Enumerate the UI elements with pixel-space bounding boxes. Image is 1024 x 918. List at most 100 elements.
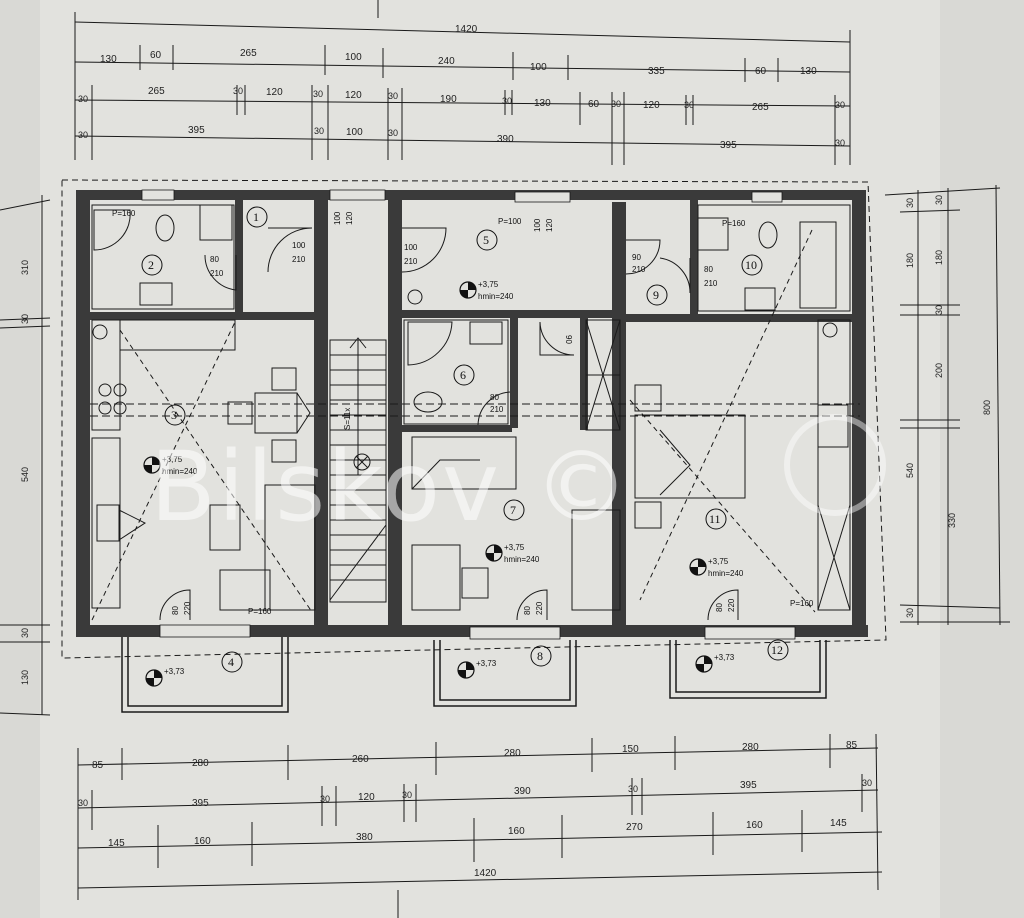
room-6-label: 6 (460, 368, 466, 382)
hmin-7: hmin=240 (504, 555, 540, 564)
dim-right-inner-5: 30 (905, 608, 915, 618)
level-4: +3,73 (164, 667, 185, 676)
room-11-label: 11 (709, 512, 721, 526)
balc8-h: 220 (535, 601, 544, 615)
dim-top-r2-5: 30 (313, 89, 323, 99)
room-2-label: 2 (148, 258, 154, 272)
stair-note: S=11x (343, 408, 352, 430)
door1-h: 210 (292, 255, 306, 264)
watermark-ring (784, 414, 886, 516)
level-12: +3,73 (714, 653, 735, 662)
room-10-label: 10 (745, 258, 757, 272)
door1-w: 100 (292, 241, 306, 250)
dim-top-r3-3: 30 (314, 126, 324, 136)
dim-bot-r1-7: 85 (846, 740, 858, 751)
dim-bot-r2-2: 395 (192, 798, 209, 809)
dim-right-inner-1: 30 (905, 198, 915, 208)
dim-top-r2-7: 30 (388, 91, 398, 101)
level-7: +3,75 (504, 543, 525, 552)
dim-bot-r1-4: 280 (504, 748, 521, 759)
room-1-label: 1 (253, 210, 259, 224)
dim-left-3: 130 (20, 670, 30, 685)
dim-top-r1-2: 60 (150, 50, 162, 61)
hmin-5: hmin=240 (478, 292, 514, 301)
dim-top-r1-4: 100 (345, 52, 362, 63)
room-9-label: 9 (653, 288, 659, 302)
win5-p: P=100 (498, 217, 522, 226)
hmin-11: hmin=240 (708, 569, 744, 578)
dim-top-r2-6: 120 (345, 90, 362, 101)
dim-bot-r3-6: 160 (746, 820, 763, 831)
dim-top-r2-14: 30 (684, 100, 694, 110)
win5-h: 120 (545, 218, 554, 232)
bottom-dimensions: 85 280 260 280 150 280 85 30 395 30 120 … (77, 733, 883, 918)
room-4-label: 4 (228, 655, 234, 669)
dim-left-1: 310 (20, 260, 30, 275)
door-swings (159, 227, 739, 621)
dim-top-r3-4: 100 (346, 127, 363, 138)
hmin-3: hmin=240 (162, 467, 198, 476)
door5-h: 210 (704, 279, 718, 288)
door4-h: 210 (632, 265, 646, 274)
balc4-h: 220 (183, 601, 192, 615)
dim-top-r2-16: 30 (835, 100, 845, 110)
room-7-label: 7 (510, 503, 516, 517)
dim-left-2: 540 (20, 467, 30, 482)
win5-w: 100 (533, 218, 542, 232)
p160-c: P=160 (248, 607, 272, 616)
dim-top-r2-15: 265 (752, 102, 769, 113)
dim-bot-r2-1: 30 (78, 798, 88, 808)
dim-left-4: 30 (20, 314, 30, 324)
dim-bot-r3-2: 160 (194, 836, 211, 847)
p160-a: P=160 (112, 209, 136, 218)
building-walls (76, 189, 868, 640)
dim-top-r2-3: 30 (233, 86, 243, 96)
dim-top-r2-10: 130 (534, 98, 551, 109)
dim-left-5: 30 (20, 628, 30, 638)
dim-top-r2-11: 60 (588, 99, 600, 110)
paper-light (40, 0, 940, 918)
furniture (92, 204, 849, 611)
dim-bot-r2-7: 30 (628, 784, 638, 794)
left-dimensions: 310 540 130 30 30 (0, 195, 51, 716)
dim-top-r1-6: 100 (530, 62, 547, 73)
dim-top-r3-5: 30 (388, 128, 398, 138)
dim-right-mid-1: 30 (934, 195, 944, 205)
dim-bot-r2-9: 30 (862, 778, 872, 788)
interior-lines (90, 204, 860, 621)
door4-w: 90 (632, 253, 641, 262)
right-dimensions: 30 180 540 30 30 180 30 200 330 800 (884, 184, 1010, 626)
dim-bot-r2-3: 30 (320, 794, 330, 804)
dim-top-overall: 1420 (455, 24, 478, 35)
level-11: +3,75 (708, 557, 729, 566)
dim-top-r1-1: 130 (100, 54, 117, 65)
dim-bot-r3-4: 160 (508, 826, 525, 837)
door3-w: 100 (404, 243, 418, 252)
room-8-label: 8 (537, 649, 543, 663)
dim-right-inner-2: 180 (905, 253, 915, 268)
dim-top-r2-8: 190 (440, 94, 457, 105)
watermark: Bilskov © (150, 431, 631, 543)
dim-right-mid-3: 30 (934, 305, 944, 315)
dim-top-r3-6: 390 (497, 134, 514, 145)
door6-h: 210 (490, 405, 504, 414)
balc12-w: 80 (715, 603, 724, 612)
dim-right-inner-3: 200 (934, 363, 944, 378)
door3-h: 210 (404, 257, 418, 266)
door5-w: 80 (704, 265, 713, 274)
level-8: +3,73 (476, 659, 497, 668)
top-dimensions: 1420 130 60 265 100 240 100 335 60 130 3… (74, 0, 851, 165)
door6-w: 80 (490, 393, 499, 402)
dim-bot-r1-2: 280 (192, 758, 209, 769)
balc12-h: 220 (727, 598, 736, 612)
dim-top-r2-13: 120 (643, 100, 660, 111)
dim-top-r2-1: 30 (78, 94, 88, 104)
dim-bot-r2-6: 390 (514, 786, 531, 797)
dim-right-inner-4: 330 (947, 513, 957, 528)
dim-bot-r1-6: 280 (742, 742, 759, 753)
stair-w2: 120 (345, 211, 354, 225)
room-12-label: 12 (771, 643, 783, 657)
dim-bot-r3-5: 270 (626, 822, 643, 833)
dim-bot-r1-3: 260 (352, 754, 369, 765)
